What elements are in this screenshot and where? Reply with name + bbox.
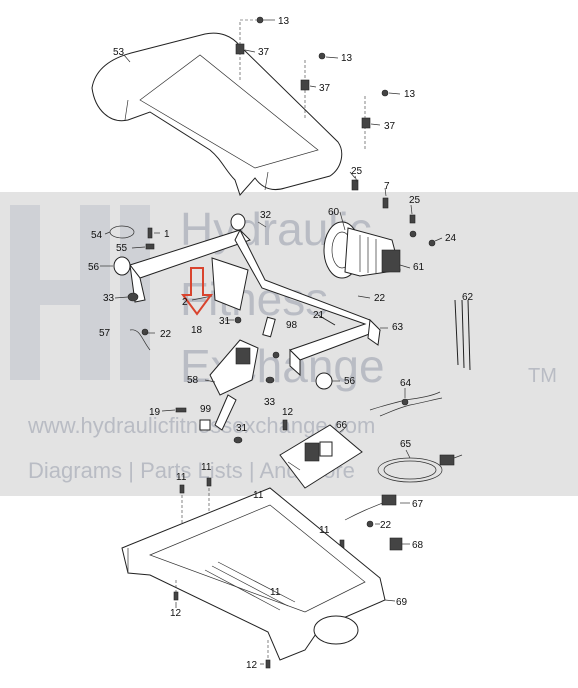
part-bracket-98 (262, 316, 276, 338)
callout-1: 1 (164, 229, 170, 240)
watermark-logo (10, 205, 150, 380)
part-switch-68 (389, 537, 403, 551)
part-motor-hood (91, 32, 343, 196)
callout-66: 66 (336, 420, 348, 431)
callout-7: 7 (384, 181, 390, 192)
callout-11: 11 (319, 525, 330, 536)
callout-56: 56 (88, 262, 100, 273)
callout-32: 32 (260, 210, 272, 221)
callout-18: 18 (191, 325, 203, 336)
part-drive-motor (323, 221, 401, 279)
part-bolts-24 (409, 230, 443, 247)
callout-12: 12 (282, 407, 294, 418)
part-nut-33-left (114, 292, 139, 302)
part-screws-1-55 (131, 227, 160, 250)
part-bolt-19 (175, 407, 187, 413)
callout-54: 54 (91, 230, 103, 241)
callout-37: 37 (384, 121, 396, 132)
callout-37: 37 (319, 83, 331, 94)
callout-33: 33 (264, 397, 276, 408)
callout-25: 25 (351, 166, 363, 177)
part-bolt-21 (317, 314, 336, 326)
callout-22: 22 (374, 293, 386, 304)
part-wires-62 (454, 299, 471, 371)
callout-31: 31 (219, 316, 231, 327)
callout-25: 25 (409, 195, 421, 206)
callout-12: 12 (170, 608, 182, 619)
part-clip-37-mid (300, 79, 310, 91)
callout-61: 61 (413, 262, 425, 273)
callout-56: 56 (344, 376, 356, 387)
callout-22: 22 (160, 329, 172, 340)
callout-37: 37 (258, 47, 270, 58)
callout-67: 67 (412, 499, 424, 510)
callout-58: 58 (187, 375, 199, 386)
part-base-tray-69 (121, 487, 386, 661)
callout-62: 62 (462, 292, 474, 303)
callout-98: 98 (286, 320, 298, 331)
callout-21: 21 (313, 310, 325, 321)
callout-24: 24 (445, 233, 457, 244)
part-incline-motor-58 (209, 339, 259, 431)
part-motor-bolts-25-7 (351, 175, 416, 224)
part-screw-31-upper (225, 316, 242, 324)
part-screw-22-lower (366, 520, 374, 528)
callout-68: 68 (412, 540, 424, 551)
callout-22: 22 (380, 520, 392, 531)
part-roller-56-left (100, 256, 131, 276)
red-arrow-part-18 (181, 267, 213, 316)
callout-31: 31 (236, 423, 248, 434)
callout-63: 63 (392, 322, 404, 333)
callout-12: 12 (246, 660, 258, 671)
callout-55: 55 (116, 243, 128, 254)
callout-labels: 13 37 53 13 37 13 37 25 7 25 32 54 1 60 … (88, 16, 474, 671)
callout-2: 2 (182, 297, 188, 308)
callout-65: 65 (400, 439, 412, 450)
callout-19: 19 (149, 407, 161, 418)
callout-64: 64 (400, 378, 412, 389)
callout-99: 99 (200, 404, 212, 415)
callout-13: 13 (341, 53, 353, 64)
part-sensor-57 (129, 328, 151, 351)
part-nut-33-lower (265, 351, 280, 384)
callout-11: 11 (201, 462, 212, 473)
part-screws-12 (173, 419, 288, 669)
callout-11: 11 (270, 587, 281, 598)
callout-57: 57 (99, 328, 111, 339)
part-clip-37-right (361, 117, 371, 129)
part-screw-13-top (239, 16, 275, 80)
part-pulley-32 (230, 213, 246, 231)
part-controller-board-66 (279, 424, 363, 489)
callout-69: 69 (396, 597, 408, 608)
callout-13: 13 (404, 89, 416, 100)
part-bracket-99 (199, 419, 211, 431)
callout-33: 33 (103, 293, 115, 304)
callout-60: 60 (328, 207, 340, 218)
part-cable-54 (104, 225, 135, 239)
part-power-cord-65 (377, 454, 463, 483)
part-nut-31-lower (233, 436, 243, 444)
part-roller-56-right (315, 372, 333, 390)
part-clip-37-top (235, 43, 245, 55)
callout-53: 53 (113, 47, 125, 58)
watermark-trademark: TM (528, 365, 557, 387)
part-cable-64 (369, 391, 443, 417)
callout-11: 11 (253, 490, 264, 501)
callout-11: 11 (176, 472, 187, 483)
leader-lines (123, 54, 411, 665)
callout-13: 13 (278, 16, 290, 27)
part-screw-13-mid (304, 52, 339, 120)
part-harness-67 (344, 494, 397, 521)
